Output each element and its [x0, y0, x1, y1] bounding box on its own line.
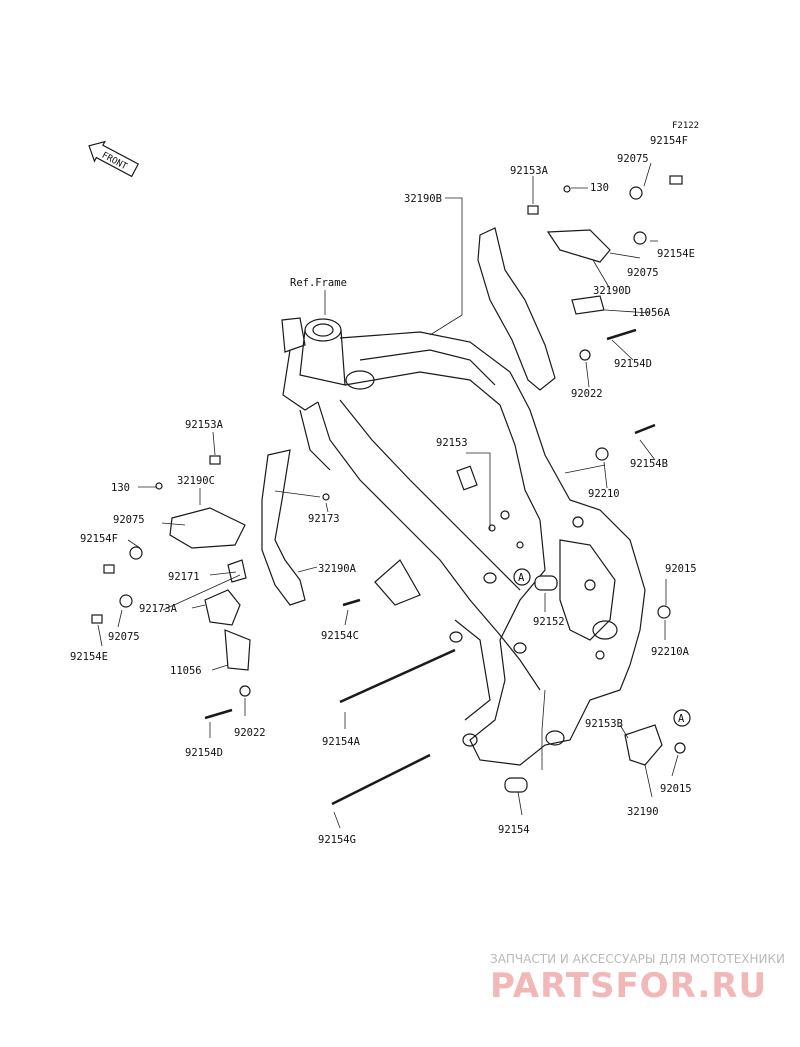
- engine-bracket-right: [477, 227, 611, 391]
- label-92154D-l: 92154D: [185, 747, 223, 759]
- label-130-r: 130: [590, 182, 609, 194]
- front-arrow-icon: FRONT: [88, 140, 140, 178]
- label-92075-l1: 92075: [113, 514, 145, 526]
- watermark-tagline: ЗАПЧАСТИ И АКСЕССУАРЫ ДЛЯ МОТОТЕХНИКИ: [490, 952, 785, 966]
- label-32190: 32190: [627, 806, 659, 818]
- label-92154B: 92154B: [630, 458, 668, 470]
- callout-a-frame: A: [513, 568, 531, 586]
- frame-drawing: [281, 317, 646, 766]
- label-92015-r2: 92015: [660, 783, 692, 795]
- label-11056A: 11056A: [632, 307, 671, 319]
- label-92153A-r: 92153A: [510, 165, 549, 177]
- label-92210A: 92210A: [651, 646, 690, 658]
- label-92075-r1: 92075: [617, 153, 649, 165]
- callout-a-detail: A: [673, 709, 691, 727]
- svg-text:A: A: [678, 713, 685, 725]
- figure-code: F2122: [672, 121, 699, 131]
- label-32190A: 32190A: [318, 563, 357, 575]
- label-92154F-r: 92154F: [650, 135, 688, 147]
- label-92154E-l: 92154E: [70, 651, 108, 663]
- label-92153B: 92153B: [585, 718, 623, 730]
- label-92022-r: 92022: [571, 388, 603, 400]
- label-92154D-r: 92154D: [614, 358, 652, 370]
- bolt-hardware: [91, 175, 686, 806]
- label-92173A: 92173A: [139, 603, 178, 615]
- label-92154C: 92154C: [321, 630, 359, 642]
- label-92153A-l: 92153A: [185, 419, 224, 431]
- label-92022-l: 92022: [234, 727, 266, 739]
- label-11056: 11056: [170, 665, 202, 677]
- leader-lines: [97, 162, 679, 829]
- label-32190D: 32190D: [593, 285, 631, 297]
- label-32190B: 32190B: [404, 193, 442, 205]
- label-32190C: 32190C: [177, 475, 215, 487]
- svg-text:A: A: [518, 572, 525, 584]
- label-92154E-r: 92154E: [657, 248, 695, 260]
- label-92153: 92153: [436, 437, 468, 449]
- label-92075-r2: 92075: [627, 267, 659, 279]
- label-92210: 92210: [588, 488, 620, 500]
- label-92173: 92173: [308, 513, 340, 525]
- label-92154F-l: 92154F: [80, 533, 118, 545]
- label-92152: 92152: [533, 616, 565, 628]
- label-92171: 92171: [168, 571, 200, 583]
- label-92075-l2: 92075: [108, 631, 140, 643]
- watermark-brand: PARTSFOR.RU: [490, 966, 767, 1006]
- engine-bracket-left: [169, 449, 306, 671]
- label-ref-frame: Ref.Frame: [290, 277, 347, 289]
- label-92154G: 92154G: [318, 834, 356, 846]
- label-92015-r1: 92015: [665, 563, 697, 575]
- label-92154A: 92154A: [322, 736, 361, 748]
- label-130-l: 130: [111, 482, 130, 494]
- label-92154: 92154: [498, 824, 530, 836]
